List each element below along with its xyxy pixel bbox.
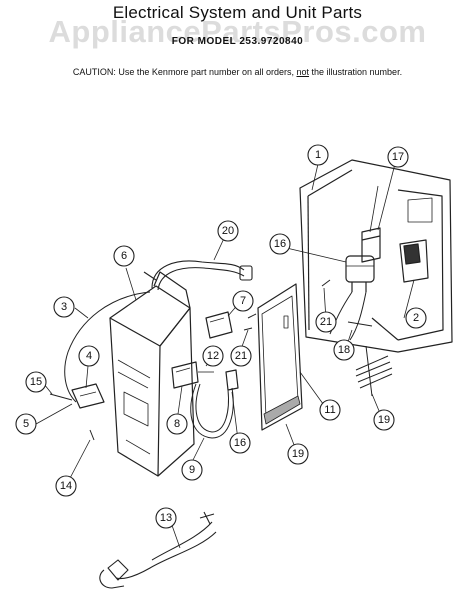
callout-5-label: 5 <box>23 418 29 430</box>
part-16-upper-switch <box>345 255 375 292</box>
callout-21-right-label: 21 <box>320 316 332 328</box>
part-1-panel <box>299 159 453 353</box>
callout-9: 9 <box>181 459 203 481</box>
part-14-screw <box>89 429 95 441</box>
part-4-bracket <box>71 383 105 409</box>
callout-7: 7 <box>232 290 254 312</box>
callout-16-lower: 16 <box>229 432 251 454</box>
part-7-relay <box>205 311 233 339</box>
callout-13-label: 13 <box>160 512 172 524</box>
callout-17-label: 17 <box>392 151 404 163</box>
caution-prefix: CAUTION: Use the Kenmore part number on … <box>72 67 297 77</box>
callout-7-label: 7 <box>240 295 246 307</box>
callout-21-left: 21 <box>230 345 252 367</box>
part-19-right-harness <box>355 345 393 397</box>
part-17-shaft <box>361 185 381 263</box>
callout-19-lower: 19 <box>287 443 309 465</box>
callout-3: 3 <box>53 296 75 318</box>
callout-1-label: 1 <box>315 149 321 161</box>
callout-16-upper-label: 16 <box>274 238 286 250</box>
callout-8: 8 <box>166 413 188 435</box>
caution-note: CAUTION: Use the Kenmore part number on … <box>0 67 475 77</box>
callout-8-label: 8 <box>174 418 180 430</box>
callout-18-label: 18 <box>338 344 350 356</box>
callout-11: 11 <box>319 399 341 421</box>
part-20-wire-harness <box>143 260 253 291</box>
caution-suffix: the illustration number. <box>309 67 403 77</box>
callout-6-label: 6 <box>121 250 127 262</box>
callout-19-right-label: 19 <box>378 414 390 426</box>
part-2-bracket <box>399 239 429 283</box>
page-subtitle: FOR MODEL 253.9720840 <box>171 36 304 47</box>
callout-12: 12 <box>202 345 224 367</box>
part-11-front-panel <box>257 283 303 431</box>
callout-6: 6 <box>113 245 135 267</box>
callout-15-label: 15 <box>30 376 42 388</box>
callout-4: 4 <box>78 345 100 367</box>
callout-5: 5 <box>15 413 37 435</box>
part-21-screws <box>243 279 331 331</box>
callout-15: 15 <box>25 371 47 393</box>
callout-20: 20 <box>217 220 239 242</box>
callout-12-label: 12 <box>207 350 219 362</box>
callout-13: 13 <box>155 507 177 529</box>
callout-16-upper: 16 <box>269 233 291 255</box>
callout-2: 2 <box>405 307 427 329</box>
callout-2-label: 2 <box>413 312 419 324</box>
callout-20-label: 20 <box>222 225 234 237</box>
callout-9-label: 9 <box>189 464 195 476</box>
callout-18: 18 <box>333 339 355 361</box>
callout-19-right: 19 <box>373 409 395 431</box>
callout-1: 1 <box>307 144 329 166</box>
part-6-control-housing <box>109 271 195 477</box>
part-12-switch <box>171 361 214 389</box>
callout-19-lower-label: 19 <box>292 448 304 460</box>
callout-11-label: 11 <box>324 404 335 416</box>
part-16-lower-clip <box>225 369 239 391</box>
callout-4-label: 4 <box>86 350 92 362</box>
callout-14-label: 14 <box>60 480 72 492</box>
callout-17: 17 <box>387 146 409 168</box>
caution-emphasis: not <box>296 67 310 77</box>
callout-21-left-label: 21 <box>235 350 247 362</box>
callout-3-label: 3 <box>61 301 67 313</box>
callout-16-lower-label: 16 <box>234 437 246 449</box>
part-13-power-cord <box>99 511 217 589</box>
part-9-wire-loop <box>190 383 234 439</box>
part-15-screw <box>49 393 73 401</box>
page-title: Electrical System and Unit Parts <box>112 3 363 22</box>
callout-14: 14 <box>55 475 77 497</box>
callout-21-right: 21 <box>315 311 337 333</box>
part-3-wire-arc <box>64 291 151 403</box>
